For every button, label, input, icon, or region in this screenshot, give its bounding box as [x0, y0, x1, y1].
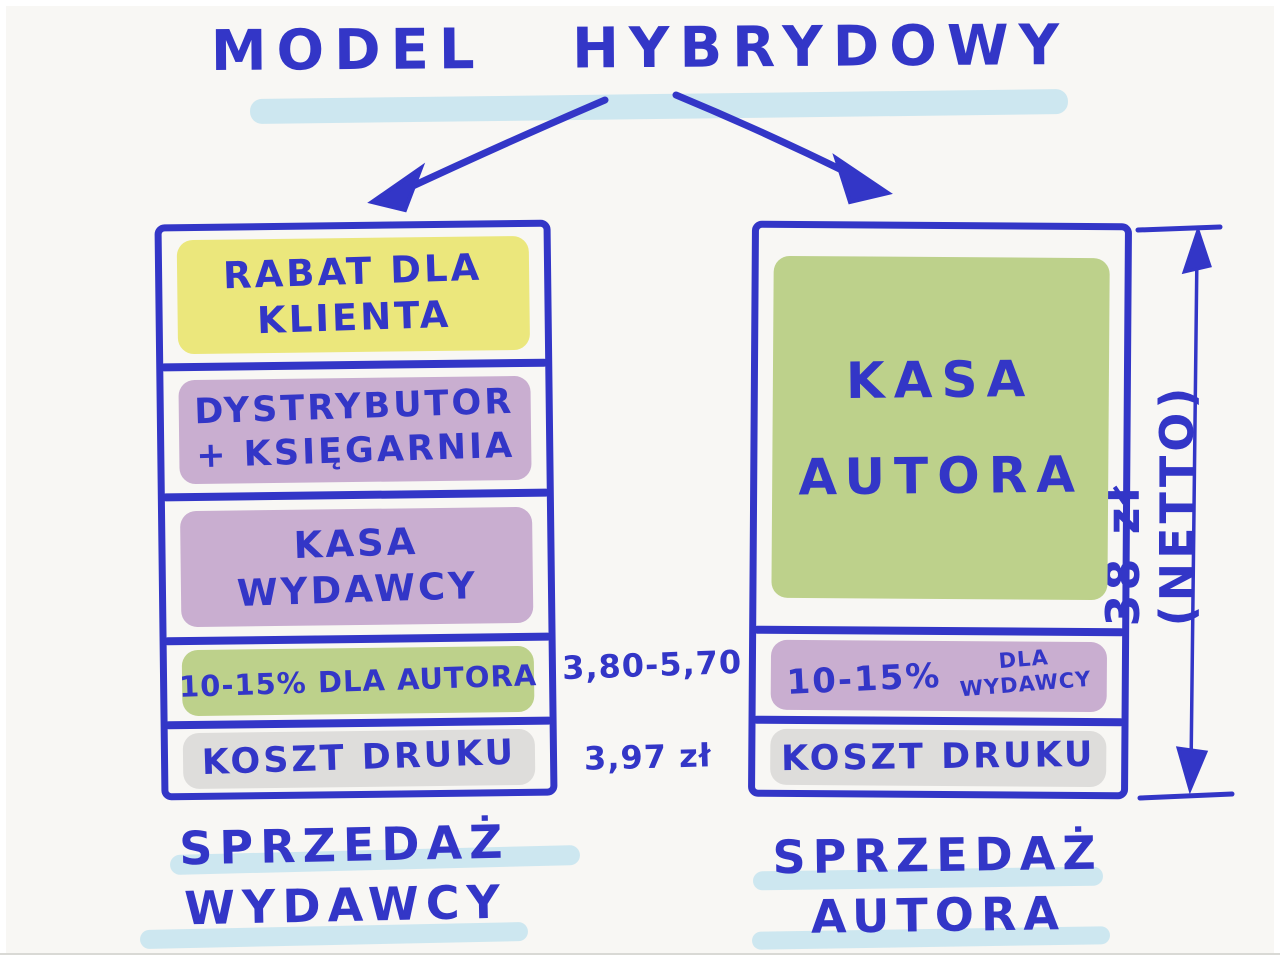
segment-label: KLIENTA	[256, 292, 452, 343]
segment-distributor-bookstore: DYSTRYBUTOR + KSIĘGARNIA	[163, 367, 546, 494]
segment-label: KOSZT DRUKU	[780, 734, 1096, 780]
caption-line: WYDAWCY	[183, 874, 508, 936]
print-cost-value: 3,97 zł	[583, 736, 713, 778]
segment-label: + KSIĘGARNIA	[195, 425, 516, 477]
segment-publisher-share: 10-15% DLA WYDAWCY	[756, 634, 1123, 719]
segment-label: KOSZT DRUKU	[201, 732, 517, 784]
segment-label: KASA	[292, 519, 419, 567]
author-share-value: 3,80-5,70	[561, 642, 743, 688]
caption-line: AUTORA	[810, 886, 1067, 944]
segment-publisher-cash: KASA WYDAWCY	[165, 497, 549, 638]
segment-print-cost: KOSZT DRUKU	[755, 724, 1121, 793]
publisher-sale-caption: SPRZEDAŻ WYDAWCY	[149, 812, 541, 940]
canvas-bottom-edge	[0, 953, 1280, 955]
segment-author-share: 10-15% DLA AUTORA	[167, 641, 550, 722]
publisher-sale-column: RABAT DLA KLIENTA DYSTRYBUTOR + KSIĘGARN…	[154, 219, 558, 801]
segment-customer-discount: RABAT DLA KLIENTA	[162, 227, 546, 364]
segment-label: 10-15% DLA AUTORA	[178, 657, 538, 704]
caption-line: SPRZEDAŻ	[178, 814, 510, 876]
segment-label: DLA	[998, 644, 1051, 673]
caption-line: SPRZEDAŻ	[772, 825, 1104, 885]
segment-print-cost: KOSZT DRUKU	[168, 725, 551, 794]
author-sale-column: KASA AUTORA 10-15% DLA WYDAWCY KOSZT DRU…	[747, 220, 1133, 800]
segment-author-cash: KASA AUTORA	[756, 228, 1125, 629]
segment-label: AUTORA	[797, 445, 1085, 507]
diagram-title: MODEL HYBRYDOWY	[210, 13, 1070, 84]
segment-label: WYDAWCY	[236, 563, 479, 615]
author-sale-caption: SPRZEDAŻ AUTORA	[747, 823, 1129, 948]
title-highlight-stroke	[249, 89, 1069, 124]
segment-label: WYDAWCY	[959, 666, 1093, 702]
segment-label: KASA	[845, 349, 1035, 410]
segment-label: 10-15%	[785, 655, 943, 703]
